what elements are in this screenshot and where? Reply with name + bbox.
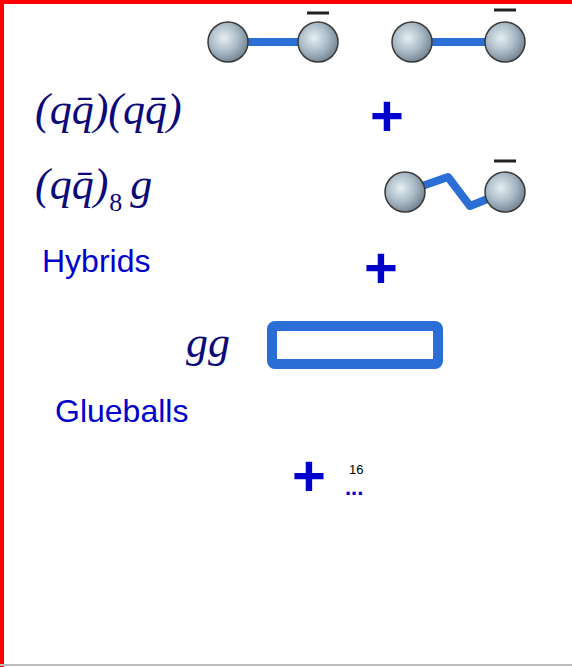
state-formula: gg <box>186 319 230 367</box>
category-name: Hybrids <box>42 244 150 279</box>
state-formula: (qq̄)(qq̄) <box>35 86 182 134</box>
plus-sign: + <box>370 84 404 148</box>
gluon-symbol: g <box>130 161 152 209</box>
state-formula: (qq̄) <box>35 161 108 209</box>
frame-left <box>0 0 4 667</box>
color-octet-subscript: 8 <box>109 189 122 218</box>
ellipsis: ... <box>345 476 363 500</box>
anti-bar <box>494 160 516 163</box>
frame-top <box>0 0 572 4</box>
quark <box>385 172 425 212</box>
plus-sign: + <box>292 444 326 508</box>
quark <box>208 22 248 62</box>
frame-bottom <box>0 664 572 666</box>
category-name: Glueballs <box>55 394 188 429</box>
anti-bar <box>494 9 516 12</box>
antiquark <box>485 22 525 62</box>
gluon-loop <box>272 326 438 364</box>
antiquark <box>298 22 338 62</box>
anti-bar <box>307 12 329 15</box>
quark <box>392 22 432 62</box>
plus-sign: + <box>364 236 398 300</box>
antiquark <box>485 172 525 212</box>
